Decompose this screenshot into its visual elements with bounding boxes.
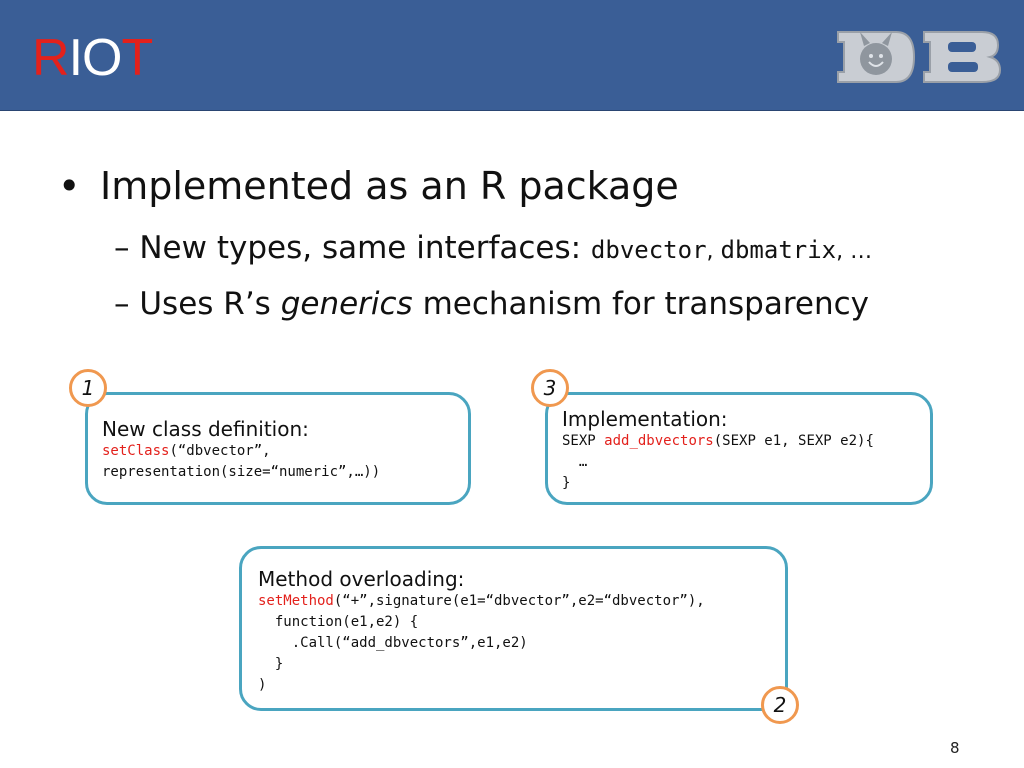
box1-line2: representation(size=“numeric”,…)) [102,464,381,480]
slide-title: RIOT [32,28,153,88]
duke-db-logo [836,26,1002,88]
bullet-dot: • [58,164,81,208]
box-method-overloading: Method overloading: setMethod(“+”,signat… [239,546,788,711]
code-dbvector: dbvector [590,236,707,264]
box1-heading: New class definition: [102,417,309,441]
box2-line3: .Call(“add_dbvectors”,e1,e2) [258,635,528,651]
box3-code: SEXP add_dbvectors(SEXP e1, SEXP e2){ … … [562,431,874,494]
sub2-pre: Uses R’s [139,286,281,322]
box3-line1-rest: (SEXP e1, SEXP e2){ [713,433,874,449]
bullet-main-text: Implemented as an R package [100,164,679,208]
sub2-post: mechanism for transparency [412,286,870,322]
box3-line2: … [562,454,588,470]
box3-line3: } [562,475,571,491]
box2-code: setMethod(“+”,signature(e1=“dbvector”,e2… [258,591,705,696]
code-dbmatrix: dbmatrix [720,236,837,264]
box2-line1: (“+”,signature(e1=“dbvector”,e2=“dbvecto… [333,593,705,609]
box-implementation: Implementation: SEXP add_dbvectors(SEXP … [545,392,933,505]
title-r: R [32,29,70,87]
box1-line1: (“dbvector”, [169,443,271,459]
bullet-sub-1: – New types, same interfaces: dbvector , … [114,226,872,274]
step-badge-1: 1 [69,369,107,407]
bullet-sub-2: – Uses R’s generics mechanism for transp… [114,282,869,326]
dash: – [114,286,130,322]
code-add-dbvectors: add_dbvectors [604,433,714,449]
sub1-tail: , … [836,239,873,264]
box2-line4: } [258,656,284,672]
box3-heading: Implementation: [562,407,728,431]
step-badge-2: 2 [761,686,799,724]
title-t: T [121,29,153,87]
slide-header: RIOT [0,0,1024,111]
code-setclass: setClass [102,443,170,459]
sub1-sep: , [706,239,721,264]
code-setmethod: setMethod [258,593,334,609]
step-badge-3: 3 [531,369,569,407]
logo-graphic [837,31,1002,83]
sub2-italic: generics [280,286,413,322]
sub1-text: New types, same interfaces: [139,230,591,266]
box1-code: setClass(“dbvector”, representation(size… [102,441,380,483]
box-class-definition: New class definition: setClass(“dbvector… [85,392,471,505]
box2-line2: function(e1,e2) { [258,614,419,630]
box3-line1-pre: SEXP [562,433,605,449]
title-io: IO [68,29,123,87]
box2-line5: ) [258,677,267,693]
page-number: 8 [950,739,960,757]
box2-heading: Method overloading: [258,567,465,591]
dash: – [114,230,130,266]
